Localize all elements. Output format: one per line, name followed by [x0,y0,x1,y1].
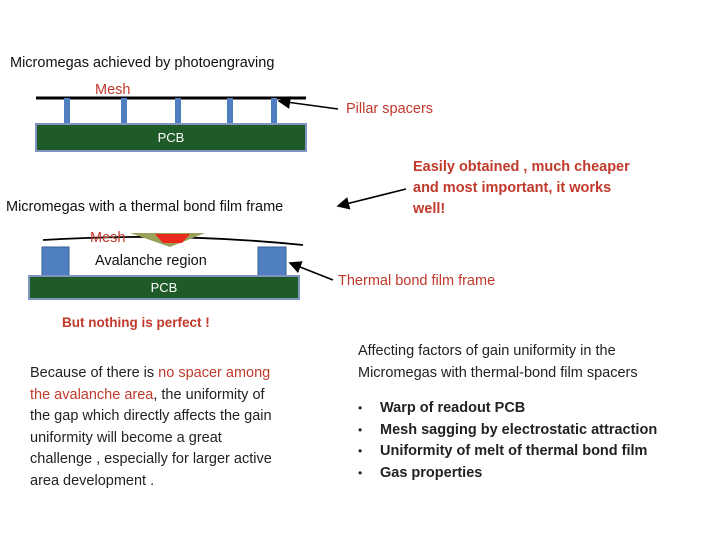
paragraph-text: Because of there is [30,365,159,381]
warning-text: But nothing is perfect ! [62,315,210,330]
photoengraving-title: Micromegas achieved by photoengraving [10,55,275,71]
factors-heading: Affecting factors of gain uniformity in … [358,341,638,384]
frame-spacer-right [257,246,287,278]
sag-indicator-red [155,234,190,243]
pillar-spacer [64,98,70,126]
advantage-note-line: Easily obtained , much cheaper [413,159,630,175]
photoengraving-detector [35,96,339,152]
paragraph-line: the gap which directly affects the gain [30,408,272,424]
thermal-bond-title: Micromegas with a thermal bond film fram… [6,199,284,215]
mesh-label-top: Mesh [95,82,131,98]
frame-arrow [288,261,334,281]
thermal-bond-detector [28,188,407,300]
paragraph-line: challenge , especially for larger active [30,451,272,467]
factor-item: Warp of readout PCB [358,398,657,420]
paragraph-line: area development . [30,472,155,489]
pcb-label-top: PCB [157,130,185,145]
pillar-spacer [271,98,277,126]
pillar-spacers-label: Pillar spacers [346,101,434,117]
factor-item: Uniformity of melt of thermal bond film [358,441,657,463]
thermal-bond-frame-label: Thermal bond film frame [338,273,496,289]
factors-heading-line: Micromegas with thermal-bond film spacer… [358,364,638,381]
paragraph-highlight: no spacer among [158,365,271,381]
uniformity-challenge-paragraph: Because of there is no spacer among the … [30,363,330,492]
paragraph-text: , the uniformity of [153,386,265,403]
pillar-spacer [121,98,127,126]
note-arrow [336,188,407,210]
avalanche-region-label: Avalanche region [95,253,207,269]
paragraph-highlight: the avalanche area [30,386,154,403]
mesh-label-middle: Mesh [90,230,126,246]
advantage-note-line: and most important, it works [413,180,612,196]
factor-item: Gas properties [358,463,657,485]
factors-heading-line: Affecting factors of gain uniformity in … [358,343,616,359]
pillar-arrow [277,96,339,110]
pcb-label-bottom: PCB [150,280,178,295]
factors-list: Warp of readout PCB Mesh sagging by elec… [358,398,657,485]
paragraph-line: the avalanche area, the uniformity of [30,385,330,407]
advantage-note-line: well! [413,201,446,217]
paragraph-line: uniformity will become a great [30,429,222,446]
pillar-spacer [227,98,233,126]
pcb-board-bottom [28,275,300,300]
pillar-spacer [175,98,181,126]
factor-item: Mesh sagging by electrostatic attraction [358,420,657,442]
advantage-note: Easily obtained , much cheaper and most … [413,157,630,220]
frame-spacer-left [41,246,70,278]
pcb-board-top [35,123,307,152]
paragraph-line: Because of there is no spacer among [30,363,330,385]
